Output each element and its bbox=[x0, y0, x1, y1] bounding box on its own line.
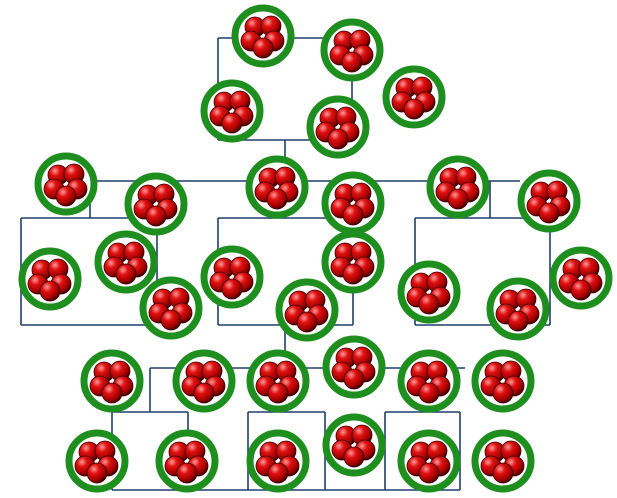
four-cell-embryo-icon bbox=[235, 8, 291, 64]
four-cell-embryo-icon bbox=[401, 433, 457, 489]
four-cell-embryo-icon bbox=[401, 264, 457, 320]
four-cell-embryo-icon bbox=[176, 353, 232, 409]
four-cell-embryo-icon bbox=[475, 353, 531, 409]
four-cell-embryo-icon bbox=[204, 249, 260, 305]
four-cell-embryo-icon bbox=[325, 234, 381, 290]
four-cell-embryo-icon bbox=[279, 282, 335, 338]
four-cell-embryo-icon bbox=[430, 159, 486, 215]
four-cell-embryo-icon bbox=[143, 280, 199, 336]
four-cell-embryo-icon bbox=[204, 83, 260, 139]
node-layer bbox=[22, 8, 609, 489]
four-cell-embryo-icon bbox=[250, 433, 306, 489]
four-cell-embryo-icon bbox=[128, 176, 184, 232]
four-cell-embryo-icon bbox=[326, 339, 382, 395]
four-cell-embryo-icon bbox=[249, 159, 305, 215]
four-cell-embryo-icon bbox=[553, 250, 609, 306]
four-cell-embryo-icon bbox=[159, 433, 215, 489]
four-cell-embryo-icon bbox=[521, 173, 577, 229]
four-cell-embryo-icon bbox=[401, 353, 457, 409]
four-cell-embryo-icon bbox=[250, 353, 306, 409]
four-cell-embryo-icon bbox=[98, 234, 154, 290]
four-cell-embryo-icon bbox=[490, 281, 546, 337]
four-cell-embryo-icon bbox=[22, 251, 78, 307]
four-cell-embryo-icon bbox=[84, 353, 140, 409]
four-cell-embryo-icon bbox=[324, 22, 380, 78]
four-cell-embryo-icon bbox=[69, 433, 125, 489]
four-cell-embryo-icon bbox=[475, 433, 531, 489]
four-cell-embryo-icon bbox=[38, 156, 94, 212]
four-cell-embryo-icon bbox=[325, 175, 381, 231]
four-cell-embryo-icon bbox=[386, 69, 442, 125]
four-cell-embryo-icon bbox=[310, 99, 366, 155]
four-cell-embryo-icon bbox=[326, 417, 382, 473]
